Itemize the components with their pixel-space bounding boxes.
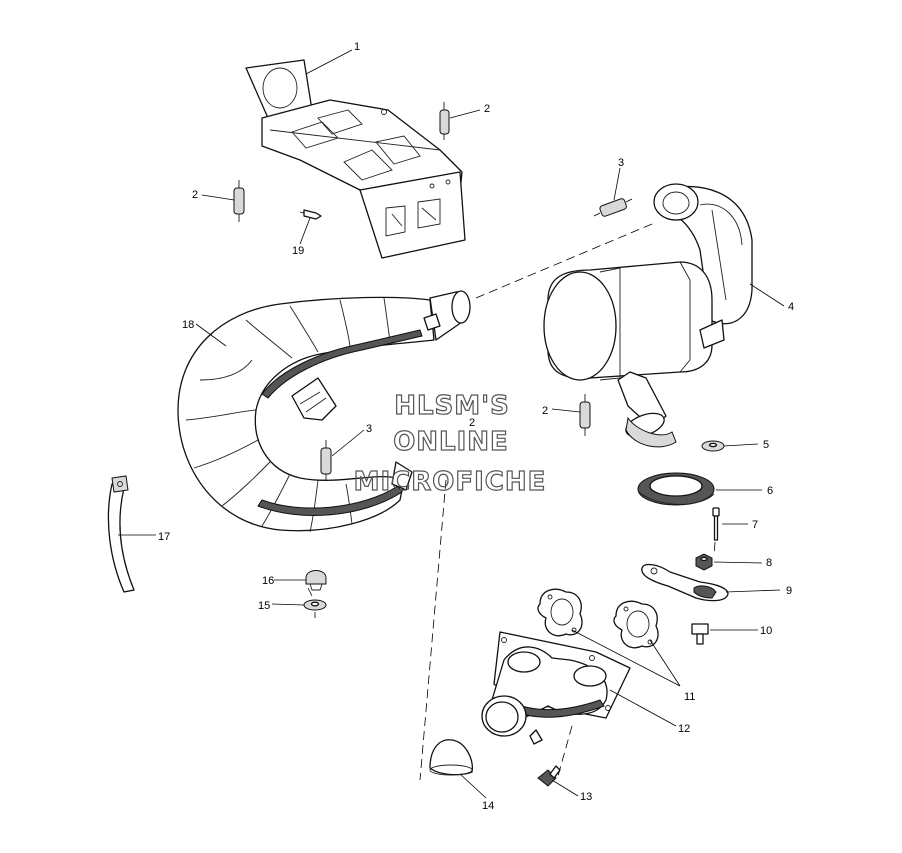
watermark-line-3: MICROFICHE — [354, 467, 547, 497]
callout-12: 12 — [678, 723, 690, 735]
callout-2: 2 — [192, 189, 198, 201]
silencer-part — [543, 183, 753, 448]
gasket-ring-part-6 — [637, 472, 715, 506]
spring-3-mid — [320, 440, 332, 480]
spring-2-top — [439, 102, 450, 140]
callout-13: 13 — [580, 791, 592, 803]
callout-2: 2 — [542, 405, 548, 417]
bolt-part-10 — [691, 623, 709, 645]
expansion-chamber-part — [177, 290, 471, 533]
spring-2-right — [579, 394, 591, 436]
leader-lines — [118, 49, 785, 799]
callout-18: 18 — [182, 319, 194, 331]
callout-6: 6 — [767, 485, 773, 497]
callout-5: 5 — [763, 439, 769, 451]
callout-1: 1 — [354, 41, 360, 53]
alignment-lines — [307, 223, 716, 781]
callout-7: 7 — [752, 519, 758, 531]
callout-17: 17 — [158, 531, 170, 543]
bracket-plate-part-9 — [641, 563, 729, 602]
callout-3: 3 — [618, 157, 624, 169]
callout-19: 19 — [292, 245, 304, 257]
spring-3-top — [593, 198, 633, 217]
gasket-cone-part-14 — [429, 739, 473, 776]
callout-14: 14 — [482, 800, 494, 812]
exhaust-manifold-part-12 — [481, 631, 631, 745]
callout-4: 4 — [788, 301, 794, 313]
strap-part-17 — [107, 475, 135, 593]
callout-2: 2 — [469, 417, 475, 429]
watermark: HLSM'S ONLINE MICROFICHE — [353, 390, 547, 497]
nut-part-8 — [695, 553, 713, 571]
callout-labels: 1 2 2 19 3 4 18 2 2 3 5 6 7 17 8 16 9 15… — [158, 41, 794, 812]
spring-2-left — [233, 180, 245, 222]
pin-part-19 — [299, 209, 322, 220]
callout-11: 11 — [684, 691, 695, 703]
watermark-line-2: ONLINE — [393, 427, 509, 457]
callout-3: 3 — [366, 423, 372, 435]
mounting-bracket-part — [245, 59, 466, 259]
callout-10: 10 — [760, 625, 772, 637]
grommet-part-16 — [305, 570, 327, 591]
washer-part-15 — [303, 599, 327, 618]
washer-part-5 — [701, 440, 725, 452]
callout-9: 9 — [786, 585, 792, 597]
watermark-line-1: HLSM'S — [394, 391, 510, 421]
flange-gaskets-part-11 — [537, 588, 659, 649]
callout-16: 16 — [262, 575, 274, 587]
callout-8: 8 — [766, 557, 772, 569]
callout-15: 15 — [258, 600, 270, 612]
stud-part-7 — [712, 507, 720, 541]
callout-2: 2 — [484, 103, 490, 115]
